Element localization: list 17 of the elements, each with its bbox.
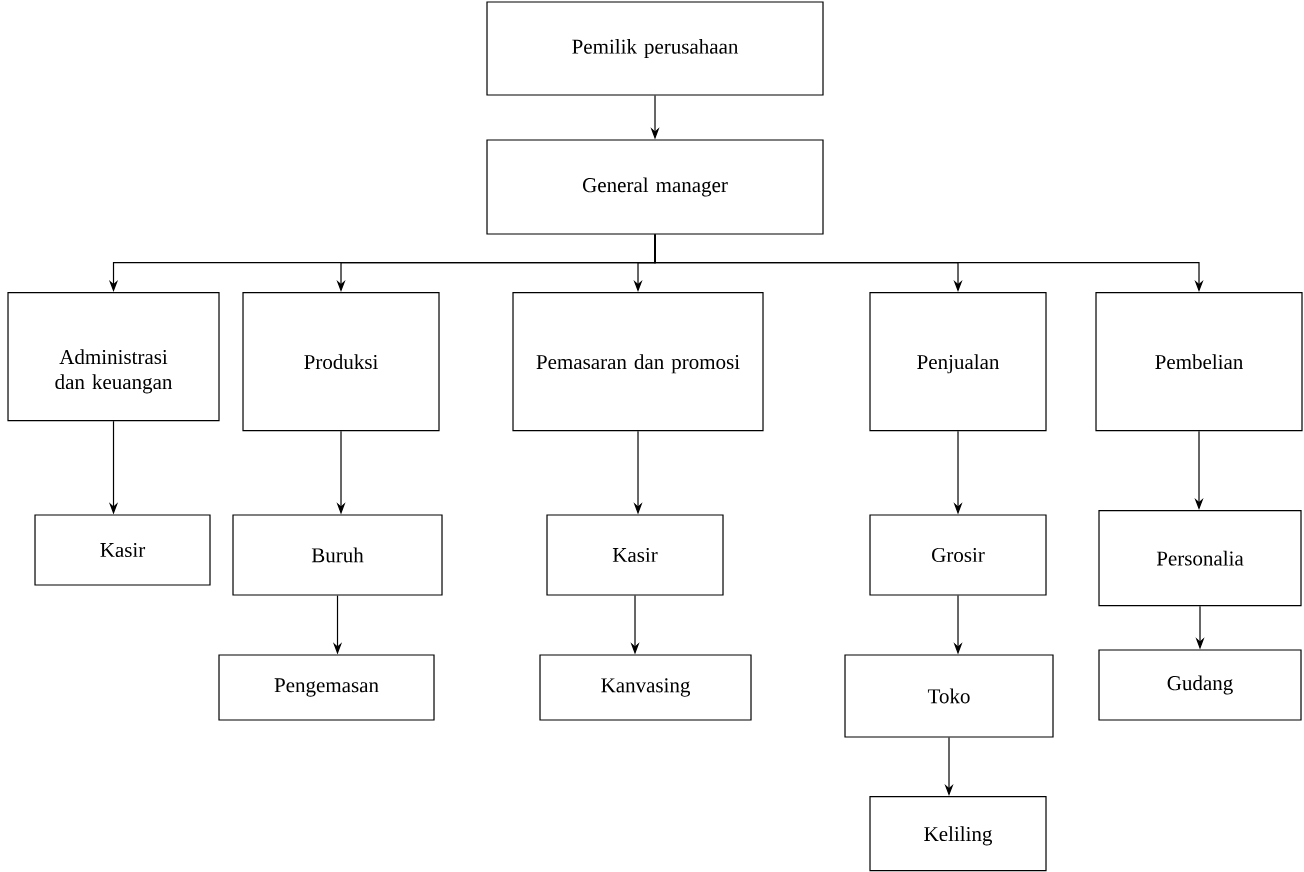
org-box: Produksi: [242, 292, 440, 432]
org-box: Keliling: [869, 796, 1047, 872]
org-box: Personalia: [1098, 510, 1302, 607]
org-box: Pemasaran dan promosi: [512, 292, 764, 432]
org-box: Buruh: [232, 514, 443, 596]
org-box: Grosir: [869, 514, 1047, 596]
org-box: General manager: [486, 139, 824, 235]
org-box: Administrasi dan keuangan: [7, 292, 220, 422]
org-box: Kasir: [546, 514, 724, 596]
org-box: Gudang: [1098, 649, 1302, 721]
org-box: Penjualan: [869, 292, 1047, 432]
org-box: Pemilik perusahaan: [486, 1, 824, 96]
org-box: Pengemasan: [218, 654, 435, 721]
org-box: Kanvasing: [539, 654, 752, 721]
org-box: Pembelian: [1095, 292, 1303, 432]
org-box: Toko: [844, 654, 1054, 738]
org-box: Kasir: [34, 514, 211, 586]
